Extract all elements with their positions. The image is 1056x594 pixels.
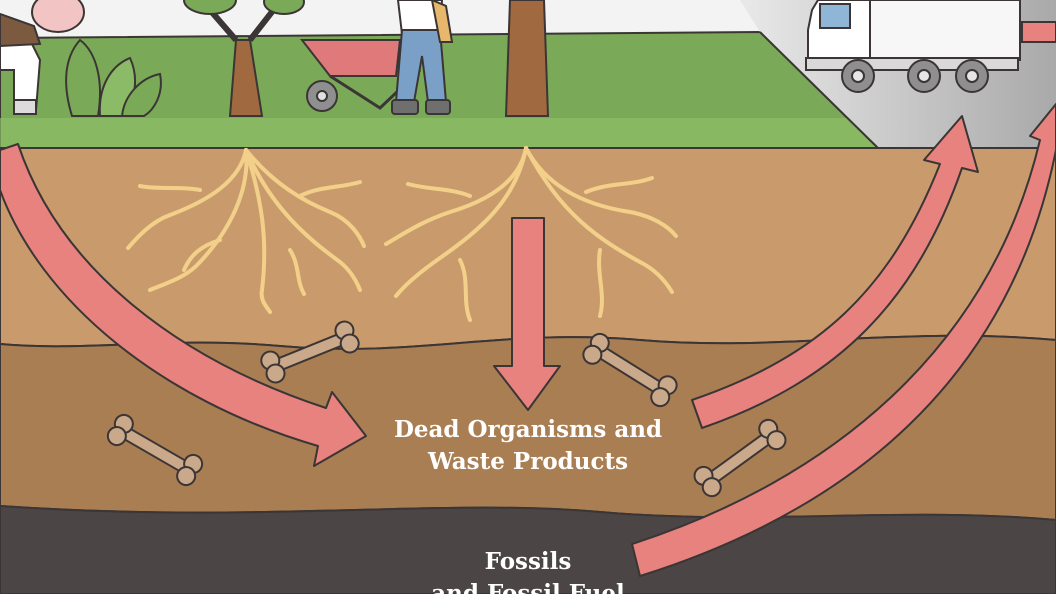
road-edge xyxy=(759,31,881,151)
arrow-left-curve xyxy=(0,143,367,467)
arrow-far-right-curve xyxy=(631,103,1056,577)
arrow-center-down xyxy=(493,217,561,411)
fossil-layer xyxy=(0,504,1056,594)
dead-organisms-line2: Waste Products xyxy=(427,448,629,475)
cow-icon xyxy=(0,0,85,115)
arrow-right-curve xyxy=(691,115,979,429)
bone-icon-3 xyxy=(106,413,204,487)
bone-icon-2 xyxy=(582,332,678,408)
truck-icon xyxy=(805,0,1056,93)
bone-icon-1 xyxy=(260,320,360,384)
fossils-line1: Fossils xyxy=(484,548,572,575)
bone-icon-4 xyxy=(693,418,787,498)
dead-organisms-label: Dead Organisms and Waste Products xyxy=(268,414,788,478)
roots-center xyxy=(384,146,678,322)
tree-center-trunk xyxy=(504,0,550,117)
bush-icon xyxy=(65,38,162,117)
fossils-label: Fossils and Fossil Fuel xyxy=(268,546,788,594)
fossils-line2: and Fossil Fuel xyxy=(431,580,625,594)
tree-left-icon xyxy=(183,0,305,117)
grass-light-strip xyxy=(0,118,880,150)
wheelbarrow-icon xyxy=(299,39,422,112)
dead-organisms-line1: Dead Organisms and xyxy=(393,416,663,443)
gardener-icon xyxy=(391,0,454,115)
roots-left xyxy=(126,148,366,314)
